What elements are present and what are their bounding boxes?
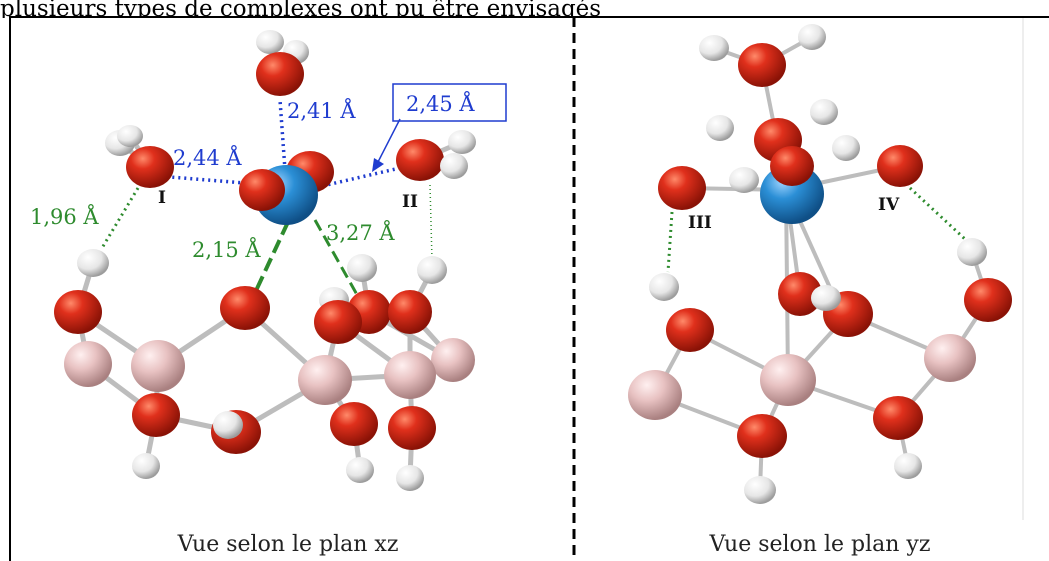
distance-label: 1,96 Å: [30, 204, 99, 229]
site-label-IV: IV: [878, 195, 900, 215]
right-atoms: [628, 24, 1012, 504]
right-caption: Vue selon le plan yz: [709, 532, 931, 557]
left-atoms: [54, 30, 476, 491]
callout-pointer: [377, 118, 401, 163]
left-green-contacts: [100, 184, 433, 301]
site-label-III: III: [688, 213, 712, 233]
site-label-I: I: [158, 188, 166, 208]
distance-label: 2,41 Å: [287, 98, 356, 123]
right-green-contacts: [666, 186, 968, 273]
left-panel: 2,41 Å 2,44 Å 2,45 Å 1,96 Å 2,15 Å 3,27 …: [30, 30, 507, 557]
distance-label: 2,44 Å: [173, 145, 242, 170]
distance-label: 3,27 Å: [326, 220, 395, 245]
right-panel: III IV Vue selon le plan yz: [628, 24, 1012, 557]
site-label-II: II: [402, 192, 418, 212]
left-caption: Vue selon le plan xz: [177, 532, 399, 557]
header-text: plusieurs types de complexes ont pu être…: [0, 0, 602, 18]
left-blue-contacts: [169, 99, 401, 192]
callout-box: [392, 83, 507, 122]
distance-callout: 2,45 Å: [406, 91, 475, 116]
callout-arrowhead: [372, 158, 384, 172]
distance-label: 2,15 Å: [192, 237, 261, 262]
